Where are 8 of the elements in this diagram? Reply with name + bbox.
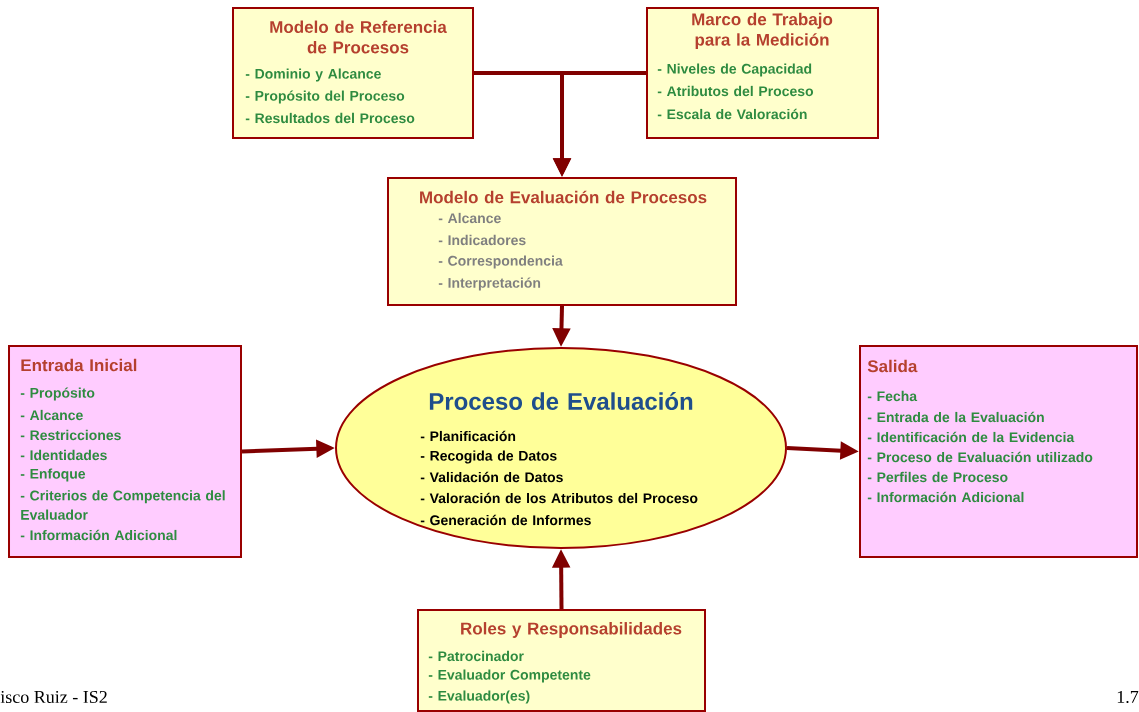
process-box: Marco de Trabajo para la Medición - Niveles de Capacidad - Atributos del Proceso - Escala de Valoración <box>646 7 879 139</box>
footer-text: 1.7 <box>1117 690 1139 704</box>
process-box: Entrada Inicial - Propósito - Alcance - Restricciones - Identidades - Enfoque - Criterios de Competencia del Evaluador - Información Adicional <box>8 345 242 558</box>
process-box: Modelo de Evaluación de Procesos - Alcance - Indicadores - Correspondencia - Interpretación <box>387 177 737 306</box>
process-box: Salida - Fecha - Entrada de la Evaluación - Identificación de la Evidencia - Proceso de Evaluación utilizado - Perfiles de Proceso - Información Adicional <box>859 345 1138 558</box>
process-box: Roles y Responsabilidades - Patrocinador - Evaluador Competente - Evaluador(es) <box>417 609 706 712</box>
footer-text: isco Ruiz - IS2 <box>0 690 107 704</box>
process-box: Modelo de Referencia de Procesos - Dominio y Alcance - Propósito del Proceso - Resultados del Proceso <box>232 7 474 139</box>
